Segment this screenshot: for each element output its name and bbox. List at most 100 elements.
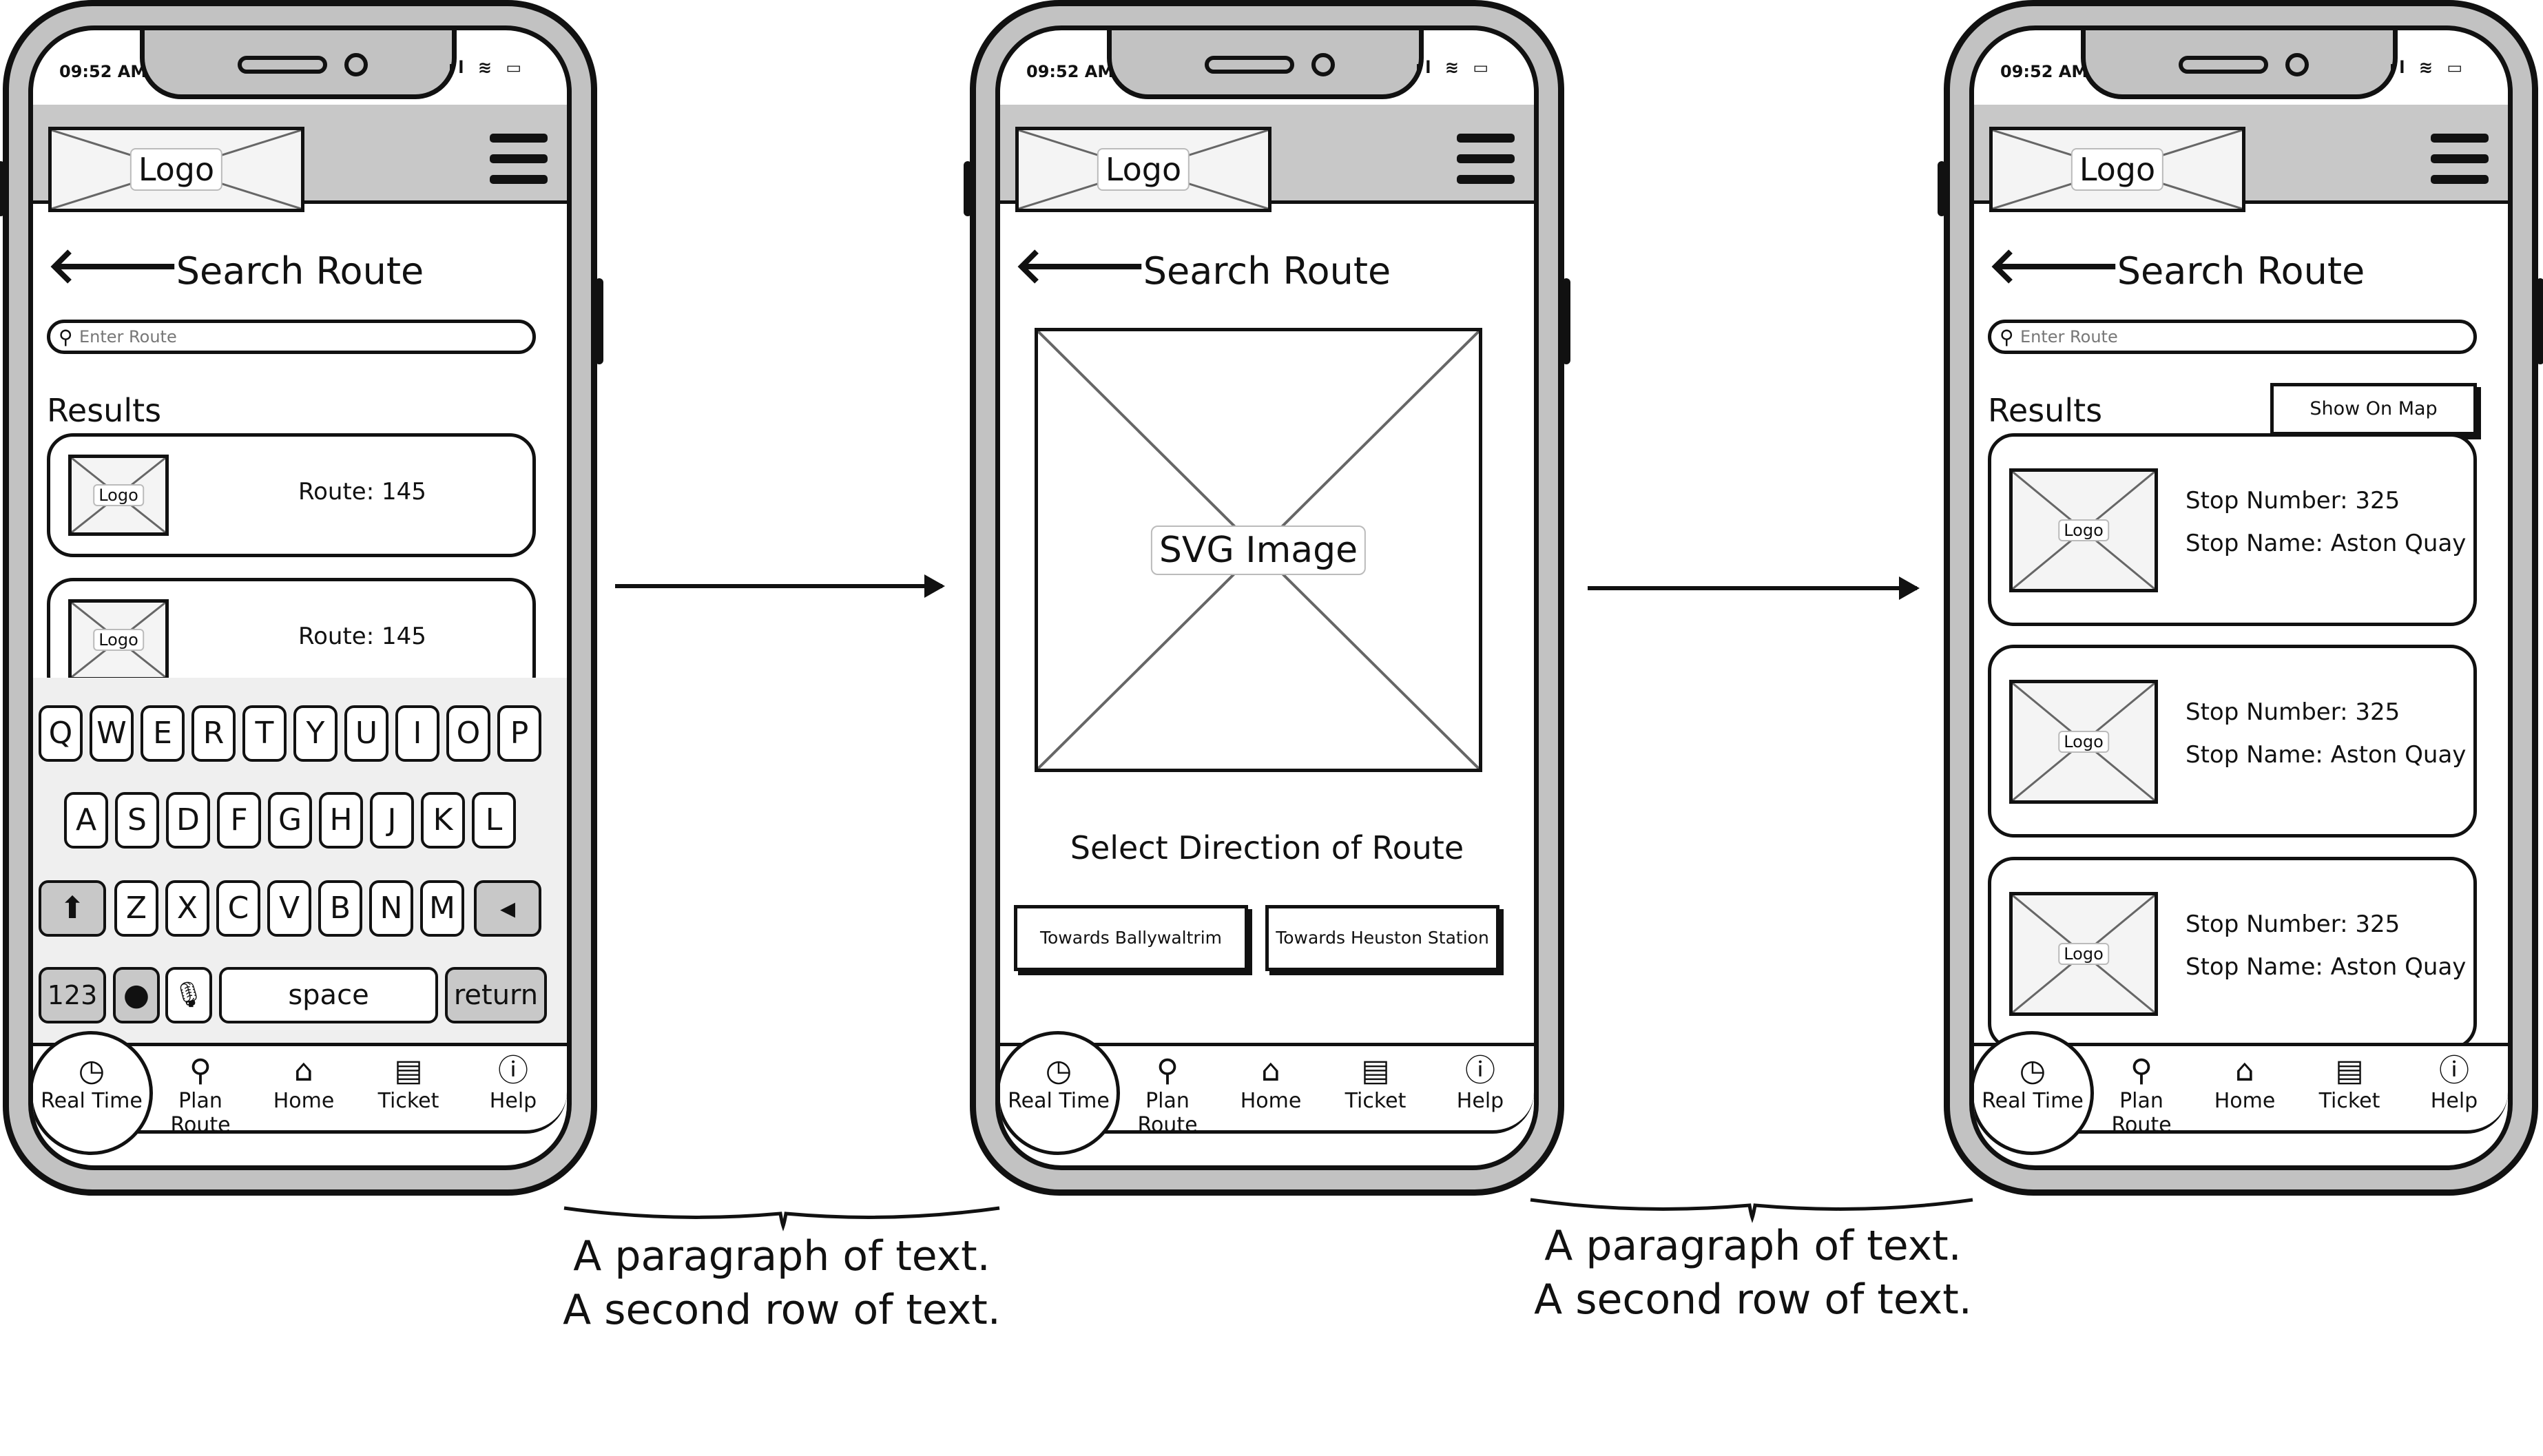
key-s[interactable]: S [115, 792, 159, 849]
home-icon: ⌂ [294, 1053, 313, 1088]
search-placeholder: Enter Route [2020, 327, 2118, 346]
key-k[interactable]: K [421, 792, 465, 849]
nav-label: Real Time [1008, 1089, 1110, 1113]
home-icon: ⌂ [2235, 1053, 2254, 1088]
caption-text: A paragraph of text. A second row of tex… [537, 1229, 1026, 1337]
phone-volume-button [1562, 278, 1570, 364]
key-q[interactable]: Q [39, 705, 83, 762]
phone-frame-stops: 09:52 AM ıl ≋ ▭ Logo 🡐 Search Route ⚲ En… [1938, 0, 2543, 1196]
caption-text: A paragraph of text. A second row of tex… [1508, 1219, 1997, 1327]
nav-label: Ticket [377, 1089, 439, 1113]
nav-real-time[interactable]: ◷ Real Time [40, 1053, 143, 1113]
clock-icon: ◷ [78, 1053, 105, 1088]
speaker-grille [2179, 56, 2268, 74]
nav-home[interactable]: ⌂ Home [2193, 1053, 2296, 1113]
nav-help[interactable]: ⓘ Help [2402, 1053, 2506, 1113]
search-input[interactable]: ⚲ Enter Route [47, 320, 536, 354]
route-logo-label: Logo [93, 484, 144, 506]
nav-label: Home [273, 1089, 335, 1113]
towards-heuston-station-button[interactable]: Towards Heuston Station [1265, 905, 1499, 971]
nav-active-indicator [33, 1031, 153, 1155]
stop-result-card[interactable]: Logo Stop Number: 325 Stop Name: Aston Q… [1988, 433, 2477, 626]
nav-plan-route[interactable]: ⚲ Plan Route [1116, 1053, 1219, 1137]
nav-help[interactable]: ⓘ Help [1429, 1053, 1532, 1113]
nav-label: Help [2430, 1089, 2478, 1113]
caption-line-1: A paragraph of text. [573, 1232, 990, 1280]
nav-real-time[interactable]: ◷ Real Time [1981, 1053, 2084, 1113]
key-j[interactable]: J [370, 792, 414, 849]
key-d[interactable]: D [166, 792, 210, 849]
towards-ballywaltrim-button[interactable]: Towards Ballywaltrim [1014, 905, 1248, 971]
key-c[interactable]: C [216, 880, 260, 937]
space-key[interactable]: space [219, 967, 438, 1023]
key-g[interactable]: G [268, 792, 312, 849]
back-arrow-icon[interactable]: 🡐 [1988, 236, 2121, 294]
stop-logo-label: Logo [2058, 943, 2109, 965]
key-f[interactable]: F [217, 792, 261, 849]
nav-home[interactable]: ⌂ Home [252, 1053, 355, 1113]
stop-name: Stop Name: Aston Quay [2186, 953, 2467, 981]
key-y[interactable]: Y [293, 705, 338, 762]
app-logo[interactable]: Logo [1989, 127, 2245, 212]
key-o[interactable]: O [446, 705, 490, 762]
nav-help[interactable]: ⓘ Help [461, 1053, 565, 1113]
caption-line-1: A paragraph of text. [1544, 1222, 1962, 1270]
on-screen-keyboard: Q W E R T Y U I O P A S D F G H J K L ⬆ … [33, 678, 567, 1050]
return-key[interactable]: return [445, 967, 547, 1023]
app-logo[interactable]: Logo [1015, 127, 1272, 212]
back-arrow-icon[interactable]: 🡐 [47, 236, 180, 294]
app-logo[interactable]: Logo [48, 127, 304, 212]
search-input[interactable]: ⚲ Enter Route [1988, 320, 2477, 354]
nav-active-indicator [1000, 1031, 1120, 1155]
ticket-icon: ▤ [394, 1053, 423, 1088]
caption-line-2: A second row of text. [1534, 1276, 1972, 1324]
key-i[interactable]: I [395, 705, 439, 762]
app-header: Logo [1000, 105, 1534, 212]
microphone-key-icon[interactable]: 🎙 [165, 967, 212, 1023]
key-n[interactable]: N [369, 880, 413, 937]
hamburger-menu-icon[interactable] [1457, 134, 1515, 189]
key-w[interactable]: W [90, 705, 134, 762]
show-on-map-button[interactable]: Show On Map [2270, 383, 2477, 435]
key-z[interactable]: Z [114, 880, 158, 937]
hamburger-menu-icon[interactable] [490, 134, 548, 189]
key-r[interactable]: R [191, 705, 236, 762]
nav-ticket[interactable]: ▤ Ticket [1324, 1053, 1427, 1113]
key-b[interactable]: B [318, 880, 362, 937]
key-e[interactable]: E [141, 705, 185, 762]
key-p[interactable]: P [497, 705, 541, 762]
shift-key-icon[interactable]: ⬆ [39, 880, 106, 937]
key-m[interactable]: M [420, 880, 464, 937]
hamburger-menu-icon[interactable] [2431, 134, 2489, 189]
key-h[interactable]: H [319, 792, 363, 849]
nav-real-time[interactable]: ◷ Real Time [1007, 1053, 1110, 1113]
route-number: Route: 145 [298, 478, 426, 506]
ticket-icon: ▤ [1361, 1053, 1390, 1088]
key-t[interactable]: T [242, 705, 287, 762]
nav-plan-route[interactable]: ⚲ Plan Route [149, 1053, 252, 1137]
phone-side-button [0, 161, 5, 216]
back-arrow-icon[interactable]: 🡐 [1014, 236, 1148, 294]
key-x[interactable]: X [165, 880, 209, 937]
nav-ticket[interactable]: ▤ Ticket [2298, 1053, 2401, 1113]
numbers-key[interactable]: 123 [39, 967, 106, 1023]
route-number: Route: 145 [298, 623, 426, 650]
key-a[interactable]: A [64, 792, 108, 849]
stop-result-card[interactable]: Logo Stop Number: 325 Stop Name: Aston Q… [1988, 857, 2477, 1050]
stop-logo-label: Logo [2058, 731, 2109, 753]
nav-plan-route[interactable]: ⚲ Plan Route [2090, 1053, 2193, 1137]
key-l[interactable]: L [472, 792, 516, 849]
nav-home[interactable]: ⌂ Home [1219, 1053, 1322, 1113]
stop-result-card[interactable]: Logo Stop Number: 325 Stop Name: Aston Q… [1988, 645, 2477, 838]
clock-icon: ◷ [1045, 1053, 1072, 1088]
nav-active-indicator [1974, 1031, 2094, 1155]
bottom-navigation: ◷ Real Time ⚲ Plan Route ⌂ Home ▤ Ticket… [1000, 1031, 1534, 1155]
nav-ticket[interactable]: ▤ Ticket [357, 1053, 460, 1113]
key-u[interactable]: U [344, 705, 388, 762]
globe-key-icon[interactable]: ● [113, 967, 160, 1023]
key-v[interactable]: V [267, 880, 311, 937]
status-time: 09:52 AM [2000, 62, 2088, 81]
map-pin-icon: ⚲ [1156, 1053, 1179, 1088]
backspace-key-icon[interactable]: ◂ [474, 880, 541, 937]
route-result-card[interactable]: Logo Route: 145 [47, 433, 536, 557]
